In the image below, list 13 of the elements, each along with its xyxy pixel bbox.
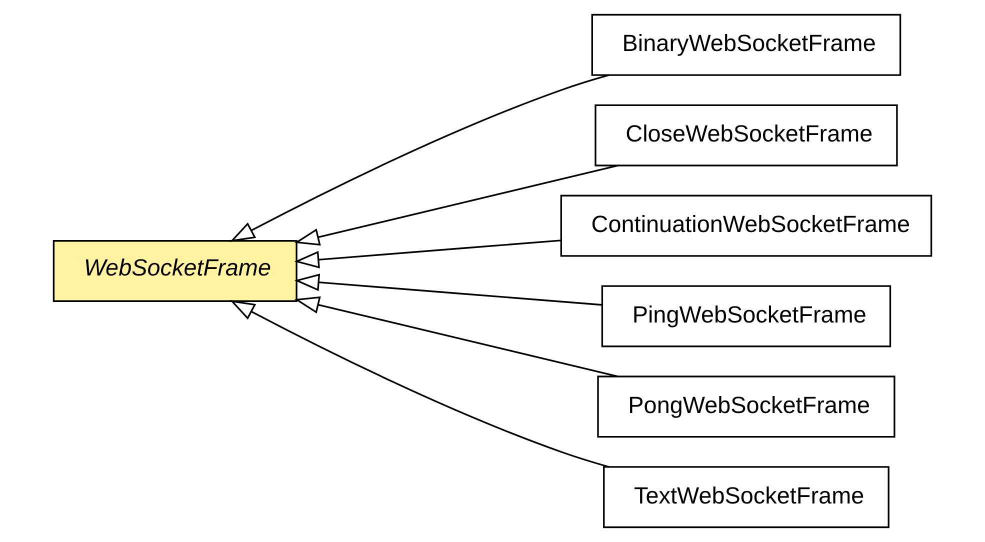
arrow (294, 274, 602, 306)
node-box: PongWebSocketFrame (597, 376, 896, 438)
arrow (230, 74, 610, 242)
arrow (294, 296, 618, 378)
node-box: TextWebSocketFrame (603, 466, 890, 528)
node-box: PingWebSocketFrame (601, 285, 892, 348)
arrow (294, 164, 618, 246)
node-box: BinaryWebSocketFrame (591, 14, 902, 76)
arrow (294, 240, 562, 268)
node-box: WebSocketFrame (52, 240, 298, 302)
arrow (230, 300, 610, 468)
node-box: CloseWebSocketFrame (594, 104, 898, 166)
node-box: ContinuationWebSocketFrame (560, 194, 932, 257)
